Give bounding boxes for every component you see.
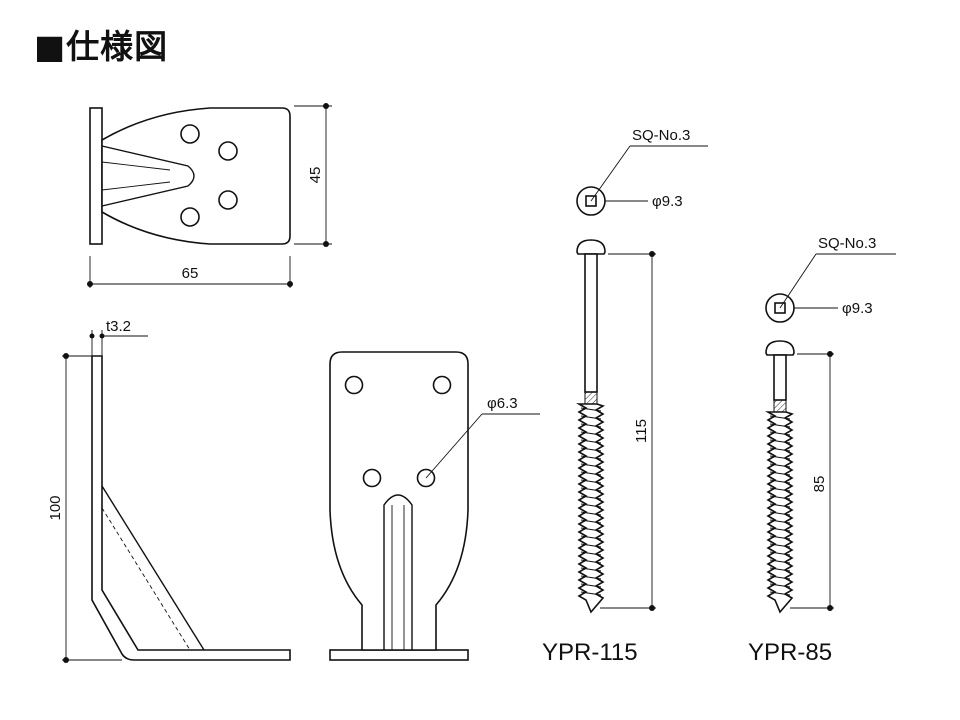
thread-line <box>580 591 602 596</box>
thread-line <box>580 575 602 580</box>
screw-head <box>765 340 795 356</box>
screw-ypr-115: SQ-No.3 φ9.3 115 YPR-115 <box>542 127 708 666</box>
thread-line <box>580 447 602 452</box>
thread-line <box>580 415 602 420</box>
thread-line <box>769 583 791 588</box>
thread-line <box>580 463 602 468</box>
model-label: YPR-115 <box>542 639 638 666</box>
thread-line <box>580 495 602 500</box>
thread-line <box>769 519 791 524</box>
screw-shank <box>584 253 598 393</box>
screw-hole <box>362 468 382 488</box>
thread-line <box>769 455 791 460</box>
thread-line <box>769 415 791 420</box>
thread-line <box>580 519 602 524</box>
screw-ypr-85: SQ-No.3 φ9.3 85 YPR-85 <box>748 235 896 666</box>
l-profile <box>91 355 291 661</box>
model-label: YPR-85 <box>748 639 832 666</box>
thread-line <box>769 503 791 508</box>
front-rib <box>383 494 413 650</box>
base-plate-edge <box>89 107 103 245</box>
thread-line <box>580 479 602 484</box>
thread-line <box>769 575 791 580</box>
thread-line <box>580 511 602 516</box>
screw-hole <box>218 190 238 210</box>
thread-line <box>769 471 791 476</box>
thread-line <box>769 487 791 492</box>
hole-diameter-label: φ6.3 <box>487 395 518 412</box>
thread-line <box>580 551 602 556</box>
thread-line <box>769 431 791 436</box>
thread-line <box>580 423 602 428</box>
dimension-100: 100 <box>47 353 122 663</box>
front-base-plate <box>329 649 469 661</box>
bracket-side-view <box>91 355 291 661</box>
head-diameter-label: φ9.3 <box>652 193 683 210</box>
thread-line <box>580 535 602 540</box>
dimension-label-65: 65 <box>182 265 199 282</box>
dimension-65: 65 <box>87 256 293 288</box>
thread-line <box>580 431 602 436</box>
thread-line <box>580 455 602 460</box>
thread-line <box>580 407 602 412</box>
thread-line <box>580 527 602 532</box>
rib-outline <box>101 145 195 207</box>
drive-label: SQ-No.3 <box>632 127 690 144</box>
thread-line <box>580 503 602 508</box>
thread-line <box>580 471 602 476</box>
hole-diameter-callout: φ6.3 <box>425 395 540 479</box>
length-label: 85 <box>811 476 828 493</box>
page-title: ■仕様図 <box>34 27 169 66</box>
thread-line <box>580 583 602 588</box>
dimension-label-100: 100 <box>47 495 64 520</box>
thread-line <box>769 439 791 444</box>
thread-line <box>769 543 791 548</box>
bracket-top-view <box>89 107 291 245</box>
head-diameter-label: φ9.3 <box>842 300 873 317</box>
thread-line <box>769 591 791 596</box>
screw-thread <box>575 403 605 614</box>
screw-thread <box>764 411 794 614</box>
screw-head <box>576 239 606 255</box>
screw-hole <box>180 124 200 144</box>
front-plate-outline <box>329 351 469 651</box>
thread-line <box>769 495 791 500</box>
thread-line <box>580 439 602 444</box>
thread-line <box>769 463 791 468</box>
dimension-45: 45 <box>294 103 332 247</box>
thread-line <box>769 567 791 572</box>
dimension-thickness: t3.2 <box>89 318 148 356</box>
screw-shank <box>773 354 787 401</box>
screw-hole <box>180 207 200 227</box>
thread-line <box>580 487 602 492</box>
thread-line <box>580 543 602 548</box>
thread-line <box>580 567 602 572</box>
thread-line <box>769 479 791 484</box>
top-plate-outline <box>101 107 291 245</box>
screw-hole <box>218 141 238 161</box>
length-label: 115 <box>633 419 650 443</box>
drive-label: SQ-No.3 <box>818 235 876 252</box>
thread-profile <box>764 411 794 614</box>
dimension-label-45: 45 <box>307 167 324 184</box>
gusset-edge <box>101 485 205 651</box>
thread-line <box>769 423 791 428</box>
thread-line <box>769 551 791 556</box>
thread-line <box>769 527 791 532</box>
screw-hole <box>432 375 452 395</box>
thread-line <box>769 511 791 516</box>
thread-line <box>580 559 602 564</box>
thread-line <box>769 447 791 452</box>
bracket-front-view <box>329 351 469 661</box>
screw-hole <box>344 375 364 395</box>
dimension-label-thickness: t3.2 <box>106 318 131 335</box>
thread-line <box>769 559 791 564</box>
thread-line <box>769 535 791 540</box>
